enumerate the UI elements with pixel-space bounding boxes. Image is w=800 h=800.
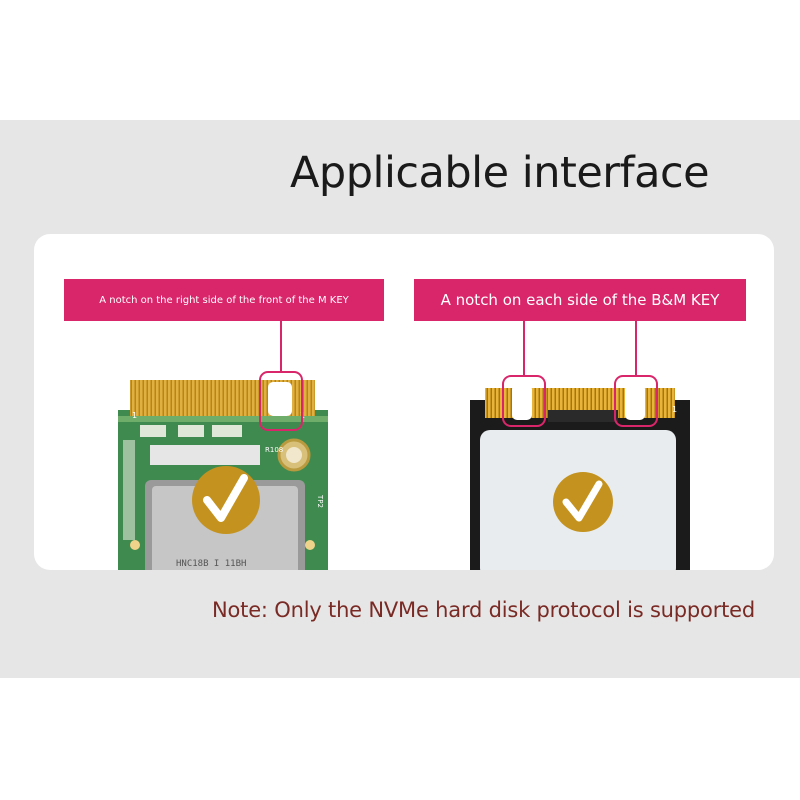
checkmark-badge-icon — [192, 466, 260, 534]
silkscreen-tp2: TP2 — [316, 494, 324, 508]
b-key-notch — [512, 384, 532, 420]
silkscreen-r108: R108 — [265, 446, 283, 454]
m-key-notch — [268, 382, 292, 416]
checkmark-badge-icon — [553, 472, 613, 532]
bm-key-label: A notch on each side of the B&M KEY — [414, 279, 746, 321]
chip-label: HNC18B I 11BH — [176, 559, 246, 569]
page-title: Applicable interface — [290, 148, 710, 198]
silkscreen-right-1: 1 — [672, 405, 677, 414]
m-key-notch-right — [625, 384, 645, 420]
silkscreen-1: 1 — [132, 411, 137, 420]
m-key-label: A notch on the right side of the front o… — [64, 279, 384, 321]
nvme-note: Note: Only the NVMe hard disk protocol i… — [212, 598, 756, 622]
